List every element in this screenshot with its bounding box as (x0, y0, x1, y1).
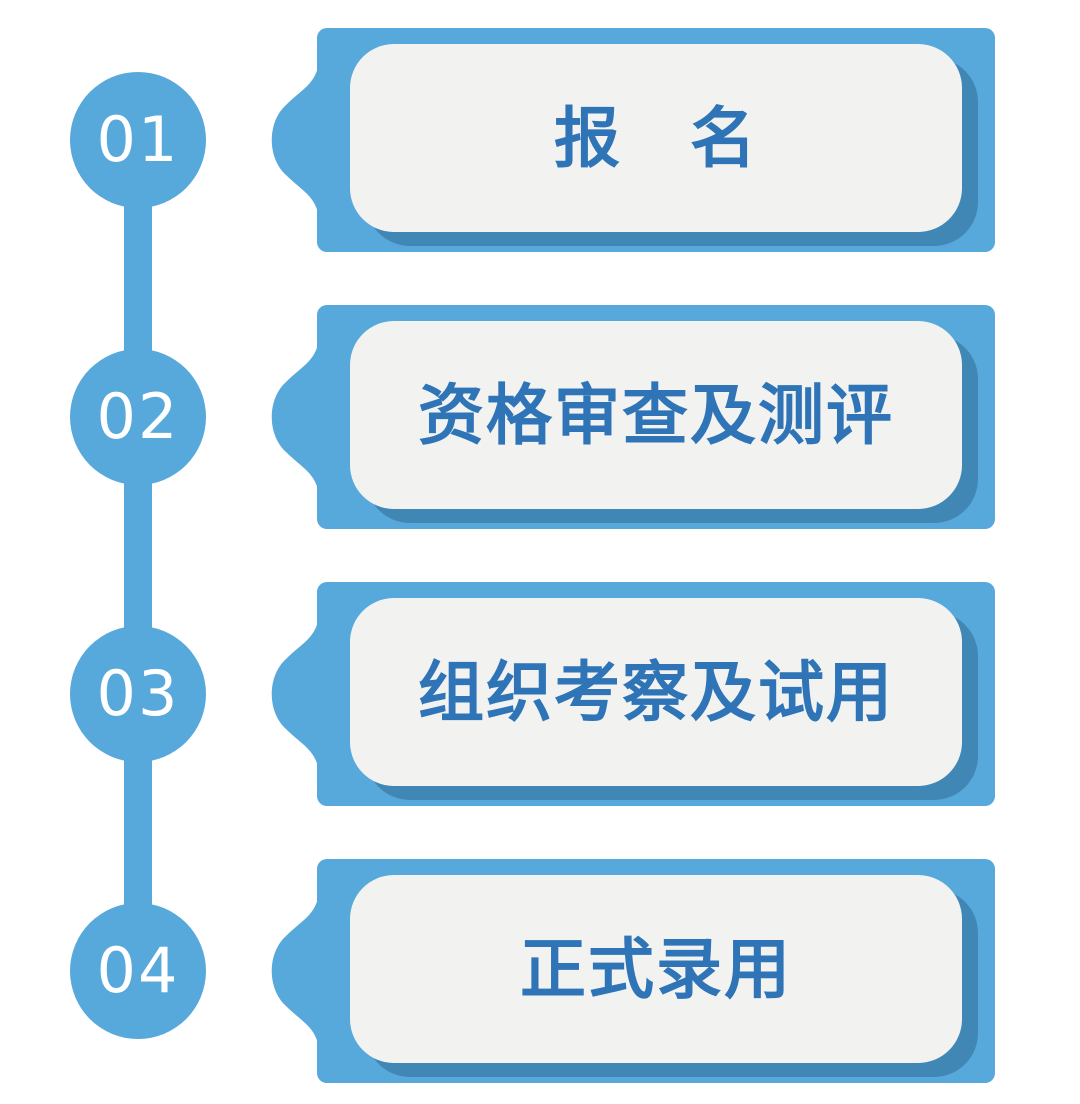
step-number: 01 (96, 103, 180, 176)
step-card-4: 正式录用 (271, 859, 995, 1083)
notch-pointer-icon (271, 616, 319, 772)
step-row-2: 02 资格审查及测评 (0, 305, 1080, 529)
step-number: 04 (96, 934, 180, 1007)
step-label: 组织考察及试用 (418, 655, 894, 729)
step-number-badge-1: 01 (70, 72, 206, 208)
step-card-inner: 组织考察及试用 (350, 598, 962, 786)
timeline-rail (124, 140, 152, 980)
step-number-badge-3: 03 (70, 626, 206, 762)
step-row-4: 04 正式录用 (0, 859, 1080, 1083)
notch-pointer-icon (271, 893, 319, 1049)
step-number-badge-2: 02 (70, 349, 206, 485)
step-label: 报 名 (554, 101, 758, 175)
step-row-1: 01 报 名 (0, 28, 1080, 252)
step-card-inner: 正式录用 (350, 875, 962, 1063)
step-card-inner: 资格审查及测评 (350, 321, 962, 509)
step-number: 03 (96, 657, 180, 730)
step-number: 02 (96, 380, 180, 453)
step-label: 资格审查及测评 (418, 378, 894, 452)
step-card-2: 资格审查及测评 (271, 305, 995, 529)
step-card-inner: 报 名 (350, 44, 962, 232)
notch-pointer-icon (271, 339, 319, 495)
notch-pointer-icon (271, 62, 319, 218)
step-card-3: 组织考察及试用 (271, 582, 995, 806)
step-card-1: 报 名 (271, 28, 995, 252)
step-label: 正式录用 (520, 932, 792, 1006)
step-number-badge-4: 04 (70, 903, 206, 1039)
step-row-3: 03 组织考察及试用 (0, 582, 1080, 806)
